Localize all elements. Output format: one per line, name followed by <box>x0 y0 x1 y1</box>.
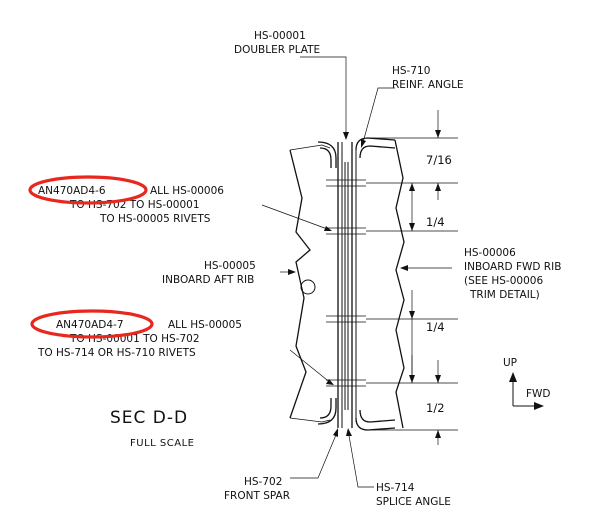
dim-1-4-lower: 1/4 <box>426 320 445 334</box>
doubler-plate-part: HS-00001 <box>254 30 306 42</box>
splice-angle-name: SPLICE ANGLE <box>376 496 451 508</box>
inboard-aft-rib-web <box>289 144 331 423</box>
fwd-arrow-icon <box>534 402 544 410</box>
aft-rib-upper-flange <box>317 141 337 168</box>
rivet-note-lower-part: AN470AD4-7 <box>56 319 124 331</box>
orientation-up-label: UP <box>503 357 517 369</box>
section-scale: FULL SCALE <box>130 438 194 449</box>
front-spar-part: HS-702 <box>244 476 282 488</box>
splice-angle <box>355 409 396 431</box>
rivet-note-lower-line1: ALL HS-00005 <box>168 319 242 331</box>
dim-1-2: 1/2 <box>426 401 445 415</box>
fwd-rib-part: HS-00006 <box>464 247 516 259</box>
rivet-note-upper-line1: ALL HS-00006 <box>150 185 224 197</box>
lightening-hole <box>300 279 316 295</box>
up-arrow-icon <box>509 372 517 382</box>
dimension-extension-lines <box>366 137 458 431</box>
dimension-arrows <box>409 110 441 445</box>
orientation-indicator <box>509 372 544 410</box>
rivet-highlight-lower <box>30 309 154 339</box>
fwd-rib-note1: (SEE HS-00006 <box>464 275 543 287</box>
aft-rib-lower-flange <box>317 398 337 425</box>
section-title: SEC D-D <box>110 408 188 428</box>
rivet-note-upper-line3: TO HS-00005 RIVETS <box>99 213 211 225</box>
rivet-lines <box>326 179 366 387</box>
rivet-note-lower-line3: TO HS-714 OR HS-710 RIVETS <box>37 347 196 359</box>
aft-rib-part: HS-00005 <box>204 260 256 272</box>
front-spar-name: FRONT SPAR <box>224 490 290 502</box>
fwd-rib-note2: TRIM DETAIL) <box>469 289 540 301</box>
inboard-aft-rib-outline <box>289 149 311 419</box>
aft-rib-name: INBOARD AFT RIB <box>162 274 254 286</box>
reinf-angle-part: HS-710 <box>392 65 430 77</box>
rivet-note-upper-part: AN470AD4-6 <box>38 185 106 197</box>
rivet-highlight-upper <box>28 175 148 205</box>
rivet-note-upper-line2: TO HS-702 TO HS-00001 <box>69 199 200 211</box>
doubler-plate-name: DOUBLER PLATE <box>234 44 320 56</box>
dim-7-16: 7/16 <box>426 153 452 167</box>
inboard-fwd-rib-outline <box>394 139 405 429</box>
reinf-angle-name: REINF. ANGLE <box>392 79 464 91</box>
orientation-fwd-label: FWD <box>526 388 551 400</box>
splice-angle-part: HS-714 <box>376 482 415 494</box>
fwd-rib-name: INBOARD FWD RIB <box>464 261 561 273</box>
leader-lines <box>261 56 452 488</box>
dim-1-4-upper: 1/4 <box>426 215 445 229</box>
